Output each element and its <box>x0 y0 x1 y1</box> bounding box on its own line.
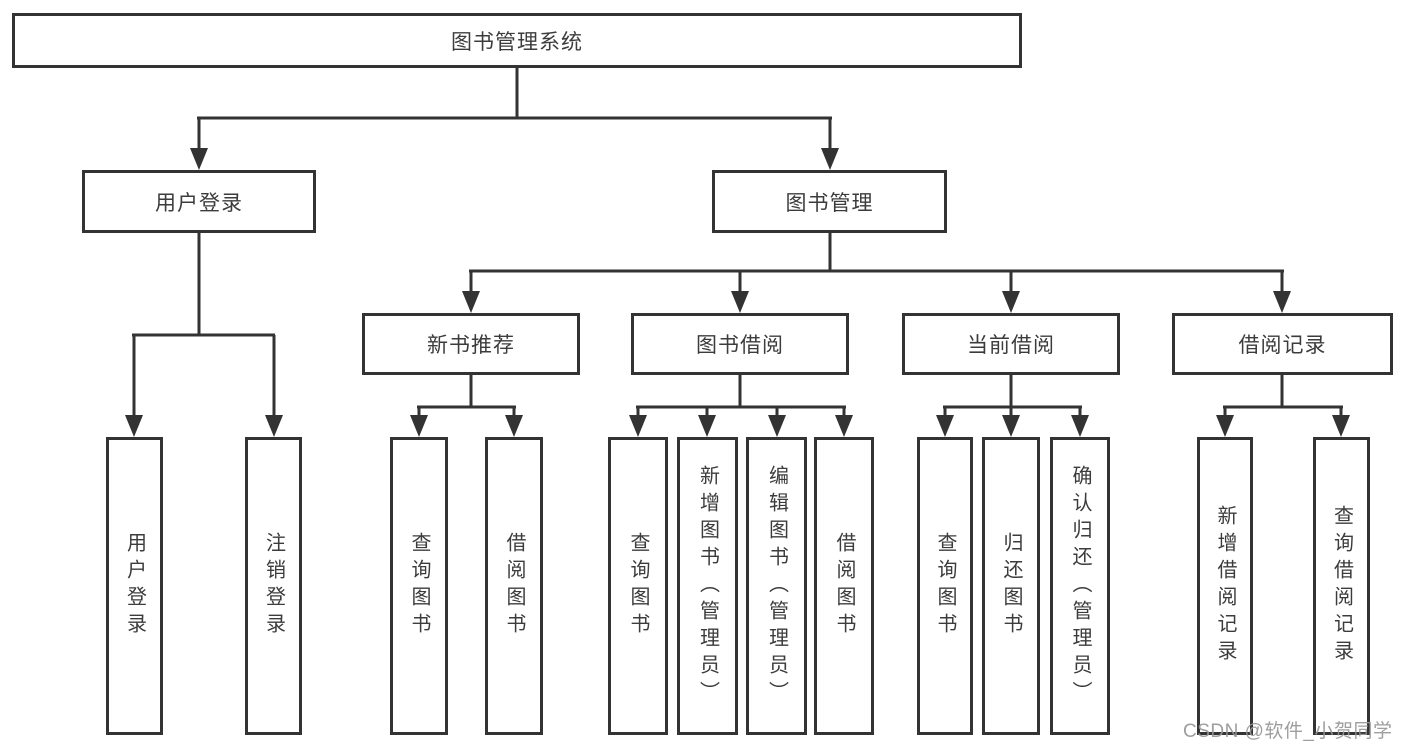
arrowhead <box>1071 415 1089 437</box>
node-label: 当前借阅 <box>967 334 1055 357</box>
arrowhead <box>125 415 143 437</box>
arrowhead <box>1002 415 1020 437</box>
leaf-label: 查询图书 <box>934 532 956 640</box>
node-root: 图书管理系统 <box>12 13 1022 68</box>
leaf-label: 查询图书 <box>627 532 649 640</box>
leaf-label: 查询借阅记录 <box>1330 505 1353 667</box>
arrowhead <box>768 415 786 437</box>
node-borrowing-records: 借阅记录 <box>1172 313 1393 375</box>
leaf-logout: 注销登录 <box>245 437 302 735</box>
node-book-management: 图书管理 <box>712 170 947 233</box>
connector-book-borrow-to-leaves <box>629 375 853 437</box>
leaf-label: 编辑图书（管理员） <box>765 464 788 708</box>
node-user-login: 用户登录 <box>82 170 316 233</box>
node-label: 用户登录 <box>155 191 243 215</box>
arrowhead <box>462 291 480 313</box>
leaf-label: 借阅图书 <box>503 532 525 640</box>
leaf-borrow-books-borrowing: 借阅图书 <box>814 437 874 735</box>
leaf-return-books: 归还图书 <box>982 437 1040 735</box>
leaf-label: 借阅图书 <box>833 532 855 640</box>
leaf-label: 查询图书 <box>408 532 430 640</box>
connector-root-to-level2 <box>190 68 839 170</box>
node-label: 新书推荐 <box>427 334 515 357</box>
leaf-label: 确认归还（管理员） <box>1069 464 1091 708</box>
arrowhead <box>936 415 954 437</box>
leaf-add-books-admin: 新增图书（管理员） <box>677 437 738 735</box>
arrowhead <box>1216 415 1234 437</box>
arrowhead <box>835 415 853 437</box>
leaf-label: 用户登录 <box>123 532 146 640</box>
arrowhead <box>821 148 839 170</box>
arrowhead <box>629 415 647 437</box>
node-label: 图书管理 <box>785 191 874 215</box>
watermark-text: CSDN @软件_小贺同学 <box>1183 721 1393 742</box>
leaf-label: 归还图书 <box>1000 532 1022 640</box>
arrowhead <box>410 415 428 437</box>
node-current-borrowing: 当前借阅 <box>902 313 1120 375</box>
leaf-query-books-recommend: 查询图书 <box>390 437 448 735</box>
leaf-query-books-current: 查询图书 <box>917 437 973 735</box>
leaf-user-login: 用户登录 <box>106 437 163 735</box>
leaf-label: 新增借阅记录 <box>1214 505 1236 667</box>
connector-borrow-rec-to-leaves <box>1216 375 1350 437</box>
leaf-label: 注销登录 <box>262 532 285 640</box>
arrowhead <box>731 291 749 313</box>
leaf-query-books-borrowing: 查询图书 <box>608 437 668 735</box>
node-book-borrowing: 图书借阅 <box>631 313 849 375</box>
leaf-label: 新增图书（管理员） <box>696 464 719 708</box>
arrowhead <box>190 148 208 170</box>
node-label: 图书借阅 <box>696 334 784 357</box>
arrowhead <box>1002 291 1020 313</box>
arrowhead <box>698 415 716 437</box>
arrowhead <box>505 415 523 437</box>
connector-user-login-to-leaves <box>125 233 283 437</box>
leaf-confirm-return-admin: 确认归还（管理员） <box>1050 437 1110 735</box>
connector-new-book-to-leaves <box>410 375 523 437</box>
node-new-book-recommend: 新书推荐 <box>362 313 580 375</box>
node-label: 图书管理系统 <box>451 30 583 54</box>
leaf-query-borrow-record: 查询借阅记录 <box>1313 437 1370 735</box>
connector-book-mgmt-to-level3 <box>462 233 1291 313</box>
arrowhead <box>1273 291 1291 313</box>
arrowhead <box>1332 415 1350 437</box>
leaf-edit-books-admin: 编辑图书（管理员） <box>746 437 807 735</box>
leaf-add-borrow-record: 新增借阅记录 <box>1197 437 1253 735</box>
arrowhead <box>265 415 283 437</box>
leaf-borrow-books-recommend: 借阅图书 <box>485 437 543 735</box>
node-label: 借阅记录 <box>1238 334 1327 357</box>
connector-cur-borrow-to-leaves <box>936 375 1089 437</box>
